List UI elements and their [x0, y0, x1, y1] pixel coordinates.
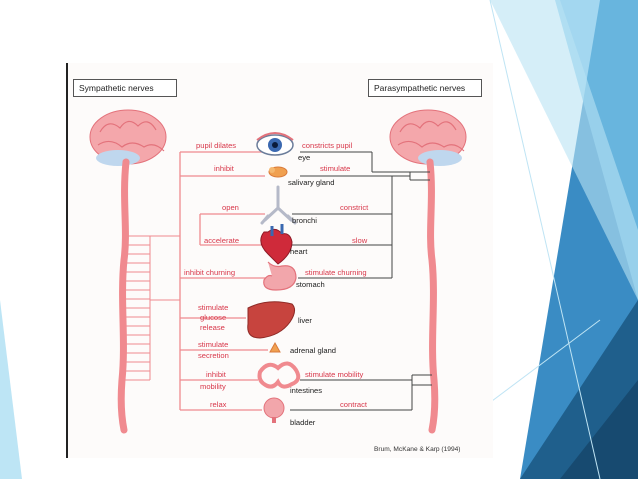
bladder-icon — [263, 397, 285, 423]
spinal-cord-left — [117, 158, 130, 434]
organ-bronchi: bronchi — [292, 216, 317, 225]
organ-stomach: stomach — [296, 280, 325, 289]
intestines-icon — [257, 361, 301, 389]
eye-icon — [256, 132, 294, 156]
brain-left-icon — [89, 109, 167, 166]
sym-label-liver-1: stimulate — [198, 303, 229, 312]
salivary-gland-icon — [268, 166, 288, 178]
organ-intestines: intestines — [290, 386, 323, 395]
bronchi-icon — [260, 185, 297, 225]
para-label-stomach: stimulate churning — [305, 268, 367, 277]
sym-label-stomach: inhibit churning — [184, 268, 236, 277]
para-label-intestines: stimulate mobility — [305, 370, 364, 379]
parasympathetic-header: Parasympathetic nerves — [368, 79, 482, 97]
para-label-bronchi: constrict — [340, 203, 369, 212]
sym-label-intestines-2: mobility — [200, 382, 226, 391]
heart-icon — [260, 224, 293, 265]
sym-label-bladder: relax — [210, 400, 227, 409]
sym-label-salivary: inhibit — [214, 164, 234, 173]
sym-label-liver-3: release — [200, 323, 225, 332]
adrenal-gland-icon — [269, 341, 281, 353]
liver-icon — [247, 301, 296, 339]
sym-label-adrenal-2: secretion — [198, 351, 229, 360]
para-label-heart: slow — [352, 236, 368, 245]
brain-right-icon — [389, 109, 467, 166]
para-label-bladder: contract — [340, 400, 368, 409]
organ-adrenal-gland: adrenal gland — [290, 346, 337, 355]
organ-eye: eye — [298, 153, 311, 162]
spinal-cord-right — [426, 158, 439, 434]
organ-bladder: bladder — [290, 418, 316, 427]
organ-salivary-gland: salivary gland — [288, 178, 335, 187]
citation: Brum, McKane & Karp (1994) — [374, 446, 461, 453]
para-label-salivary: stimulate — [320, 164, 351, 173]
stomach-icon — [263, 261, 297, 291]
sym-label-adrenal-1: stimulate — [198, 340, 229, 349]
para-label-eye: constricts pupil — [302, 141, 353, 150]
sym-label-heart: accelerate — [204, 236, 240, 245]
organ-liver: liver — [298, 316, 312, 325]
sym-label-eye: pupil dilates — [196, 141, 237, 150]
sym-label-bronchi: open — [222, 203, 239, 212]
organ-heart: heart — [290, 247, 308, 256]
sympathetic-header: Sympathetic nerves — [73, 79, 177, 97]
sym-label-intestines-1: inhibit — [206, 370, 226, 379]
sym-label-liver-2: glucose — [200, 313, 227, 322]
